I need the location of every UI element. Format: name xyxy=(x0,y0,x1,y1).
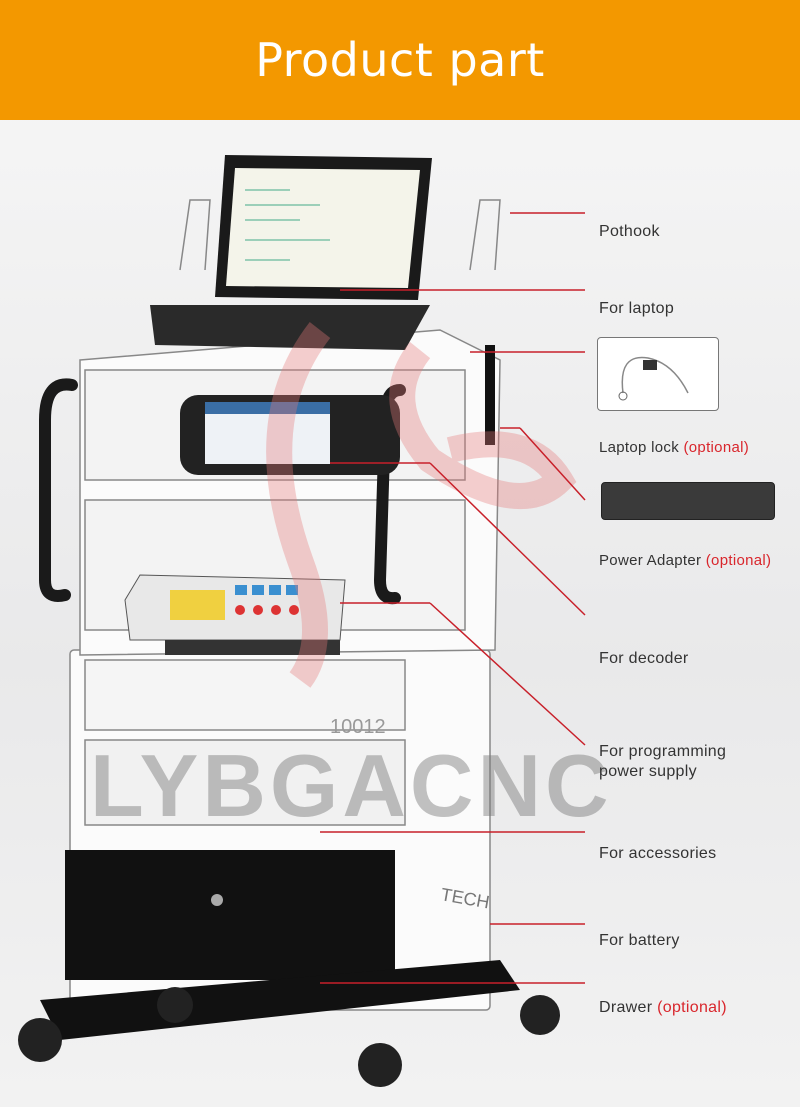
drawer-lock xyxy=(211,894,223,906)
label-power-adapter: Power Adapter (optional) xyxy=(599,552,772,569)
label-for-accessories: For accessories xyxy=(599,845,717,862)
left-handle xyxy=(39,378,78,602)
label-for-battery: For battery xyxy=(599,932,680,949)
label-drawer: Drawer (optional) xyxy=(599,999,727,1016)
drawer xyxy=(65,850,395,980)
label-for-laptop: For laptop xyxy=(599,300,675,317)
cart-base xyxy=(40,960,520,1040)
cart-illustration: 10012 TECH xyxy=(18,155,586,1087)
laptop-lock-thumbnail xyxy=(597,337,719,411)
watermark-logo xyxy=(266,322,577,688)
wheels xyxy=(18,987,560,1087)
watermark-text: LYBGACNC xyxy=(90,736,613,835)
model-number: 10012 xyxy=(330,716,386,738)
cable-lock-icon xyxy=(618,356,689,401)
header-banner: Product part xyxy=(0,0,800,120)
laptop xyxy=(150,155,432,350)
leader-lines xyxy=(320,212,586,984)
side-panel xyxy=(485,345,495,445)
page-title: Product part xyxy=(255,33,545,87)
label-pothook: Pothook xyxy=(599,223,660,240)
power-adapter-thumbnail xyxy=(601,482,775,520)
decoder-device xyxy=(180,395,400,475)
power-supply-device xyxy=(124,574,346,655)
label-laptop-lock: Laptop lock (optional) xyxy=(599,439,750,456)
right-handle xyxy=(373,384,406,605)
label-for-decoder: For decoder xyxy=(599,650,689,667)
